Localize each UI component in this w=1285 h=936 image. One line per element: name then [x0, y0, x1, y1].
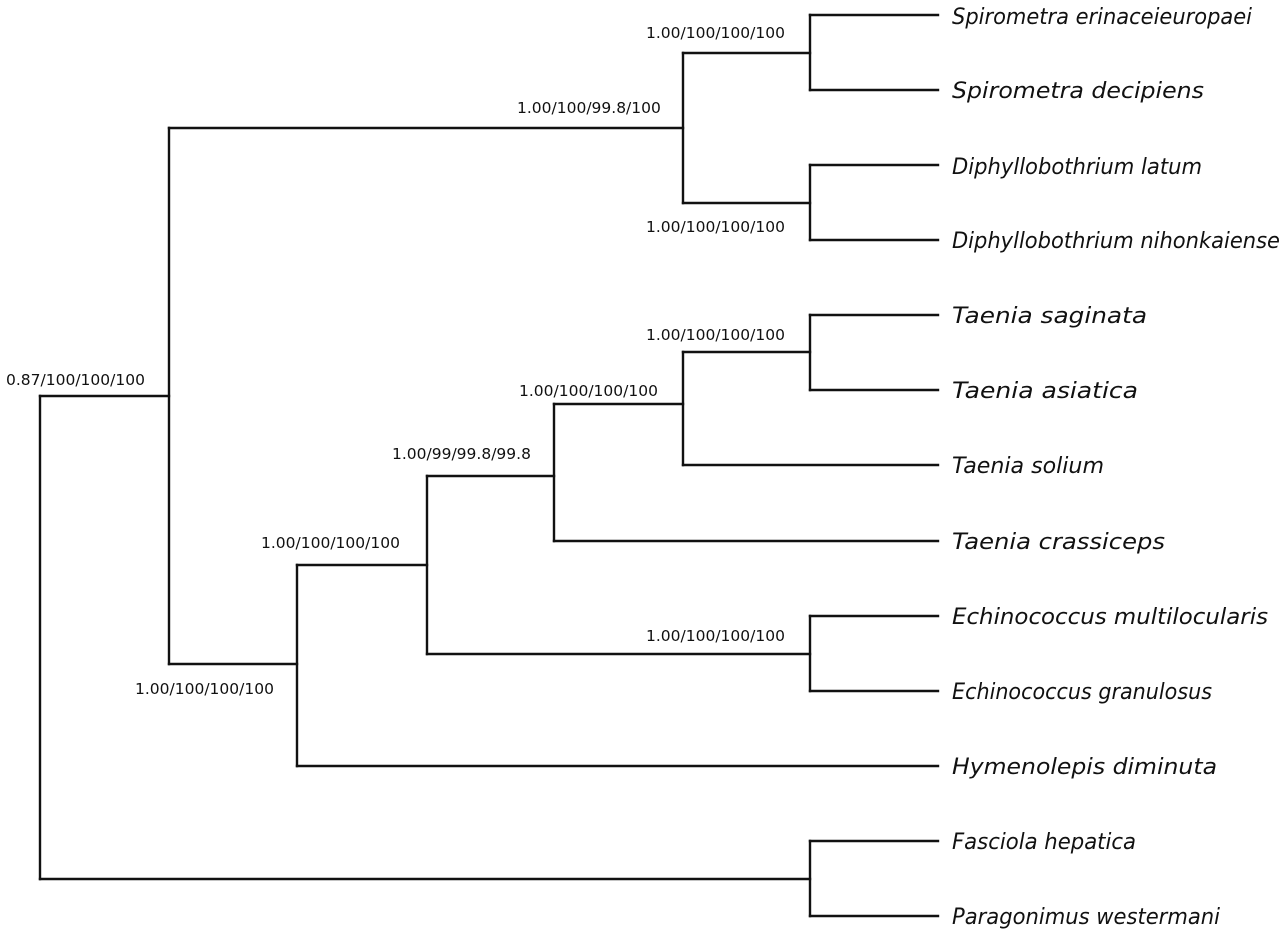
support-diphyllobothriidae: 1.00/100/99.8/100: [517, 99, 661, 117]
taxon-spirometra-decipiens: Spirometra decipiens: [952, 79, 1204, 104]
support-ingroup-root: 0.87/100/100/100: [6, 371, 145, 389]
support-spirometra: 1.00/100/100/100: [646, 24, 785, 42]
taxon-diphyllobothrium-latum: Diphyllobothrium latum: [952, 155, 1202, 180]
branches: [38, 13, 940, 918]
taxon-paragonimus-westermani: Paragonimus westermani: [952, 905, 1220, 930]
support-values: 0.87/100/100/100 1.00/100/99.8/100 1.00/…: [6, 24, 785, 698]
support-taenia: 1.00/99/99.8/99.8: [392, 445, 531, 463]
taxon-taenia-saginata: Taenia saginata: [952, 304, 1147, 329]
support-taeniidae: 1.00/100/100/100: [261, 534, 400, 552]
support-saginata-asiatica: 1.00/100/100/100: [646, 326, 785, 344]
taxon-taenia-asiatica: Taenia asiatica: [952, 379, 1138, 404]
taxon-diphyllobothrium-nihonkaiense: Diphyllobothrium nihonkaiense: [952, 229, 1280, 254]
support-diphyllobothrium: 1.00/100/100/100: [646, 218, 785, 236]
taxon-labels: Spirometra erinaceieuropaei Spirometra d…: [952, 5, 1280, 930]
taxon-fasciola-hepatica: Fasciola hepatica: [952, 830, 1136, 855]
taxon-echinococcus-multilocularis: Echinococcus multilocularis: [952, 605, 1268, 630]
taxon-spirometra-erinaceieuropaei: Spirometra erinaceieuropaei: [952, 5, 1252, 30]
taxon-taenia-crassiceps: Taenia crassiceps: [952, 530, 1165, 555]
taxon-echinococcus-granulosus: Echinococcus granulosus: [952, 680, 1212, 705]
support-cyclophyllidea: 1.00/100/100/100: [135, 680, 274, 698]
taxon-taenia-solium: Taenia solium: [952, 454, 1104, 479]
support-echinococcus: 1.00/100/100/100: [646, 627, 785, 645]
taxon-hymenolepis-diminuta: Hymenolepis diminuta: [952, 755, 1217, 780]
support-taenia-core: 1.00/100/100/100: [519, 382, 658, 400]
